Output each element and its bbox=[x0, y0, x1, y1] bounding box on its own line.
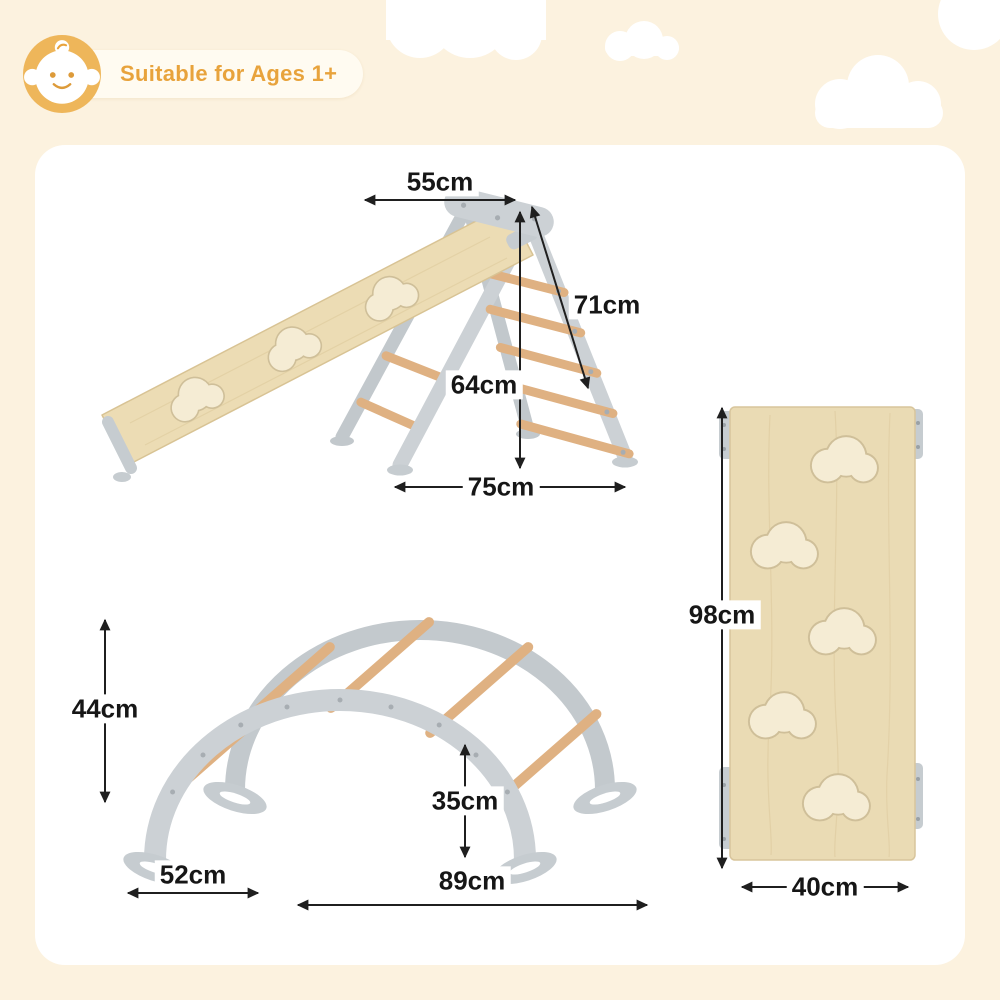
background-clouds bbox=[386, 0, 1000, 129]
slide-foot bbox=[113, 472, 131, 482]
cloud-corner bbox=[938, 0, 1000, 50]
dim-label-arch-inner-height: 35cm bbox=[426, 786, 504, 816]
product-card: 55cm 71cm 64cm 75cm 44cm 52cm 89cm 35cm … bbox=[35, 145, 965, 965]
triangle-left-rungs bbox=[356, 351, 450, 433]
age-badge-label: Suitable for Ages 1+ bbox=[64, 50, 364, 98]
dim-label-triangle-slant-height: 71cm bbox=[568, 290, 646, 320]
arch-climber-illustration bbox=[119, 617, 641, 891]
dim-label-arch-base-width: 89cm bbox=[433, 866, 511, 896]
age-badge: Suitable for Ages 1+ bbox=[22, 34, 364, 114]
cloud-top-center bbox=[386, 0, 546, 60]
cloud-shapes bbox=[386, 0, 1000, 129]
cloud-right bbox=[815, 55, 943, 129]
triangle-climber-illustration bbox=[101, 187, 638, 482]
dim-label-triangle-base: 75cm bbox=[462, 472, 540, 502]
dimension-arrows bbox=[99, 194, 910, 911]
arch-screws bbox=[170, 697, 510, 795]
cloud-small bbox=[605, 21, 679, 61]
dim-label-arch-height: 44cm bbox=[66, 694, 144, 724]
slide-end-cap bbox=[102, 416, 137, 474]
dim-line-triangle-slant-height bbox=[529, 205, 591, 390]
dim-label-ramp-length: 98cm bbox=[683, 600, 761, 630]
dim-label-triangle-height: 64cm bbox=[445, 370, 523, 400]
dim-label-arch-side-width: 52cm bbox=[154, 860, 232, 890]
baby-icon bbox=[23, 35, 101, 113]
dim-label-triangle-top-width: 55cm bbox=[401, 167, 479, 197]
dim-label-ramp-width: 40cm bbox=[786, 872, 864, 902]
